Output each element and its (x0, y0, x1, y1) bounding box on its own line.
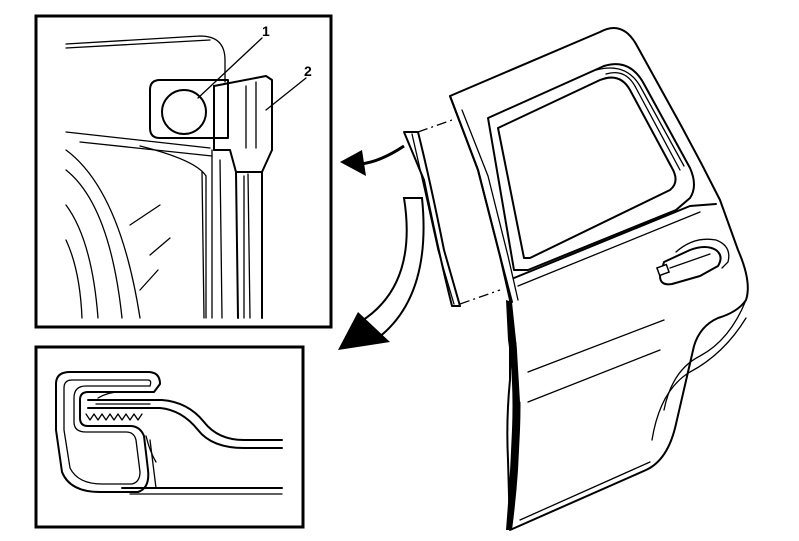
pillar-line-3 (201, 171, 205, 319)
seal-strip-down-left (235, 171, 239, 319)
door-body-line-1 (527, 319, 665, 373)
wheel-arch-outer (65, 149, 141, 319)
leader-line-1 (197, 37, 263, 99)
door-body-line-2 (527, 349, 661, 403)
body-sill-line (65, 131, 211, 149)
body-sill-line-2 (79, 141, 213, 157)
hinge-bolt-hole (161, 89, 207, 135)
arrow-to-top-inset (340, 144, 405, 176)
door-handle (659, 246, 722, 286)
seal-strip-inner (247, 173, 251, 319)
arrow-head-top (340, 150, 366, 176)
arrow-head-bottom (338, 312, 390, 350)
callout-1: 1 (262, 23, 270, 39)
seal-profile-inner (63, 379, 152, 485)
door-lower-curve (663, 299, 747, 411)
arrow-to-bottom-inset (338, 197, 425, 350)
trim-hatch-1 (129, 204, 161, 226)
strip-inner-line (411, 133, 455, 305)
top-inset-body-edge (65, 35, 226, 83)
alignment-line-top (417, 119, 453, 133)
bottom-section-inset (34, 345, 305, 529)
removed-seal-strip (403, 119, 501, 307)
door-front-edge-2 (461, 109, 519, 301)
top-inset-frame (34, 14, 333, 329)
trim-hatch-2 (149, 237, 171, 256)
leader-line-2 (265, 77, 307, 111)
flange-bottom (87, 407, 283, 449)
panel-vertical-2 (145, 435, 157, 463)
seal-grip-teeth (85, 413, 143, 421)
top-detail-inset: 1 2 (34, 14, 333, 329)
door-edge-seal (506, 300, 521, 530)
curved-arrow-icon (359, 144, 405, 166)
curved-arrow-body (358, 197, 425, 340)
body-sill-line-3 (139, 145, 207, 319)
door-bottom-edge (519, 461, 651, 521)
door-handle-recess (675, 238, 730, 269)
door-outline (449, 27, 749, 531)
window-belt-line-2 (517, 211, 701, 287)
door-edge-seal-slot (514, 318, 524, 402)
callout-2: 2 (304, 63, 312, 79)
pillar-line-2 (219, 159, 223, 319)
lock-cylinder (655, 263, 671, 277)
window-frame-outer (487, 63, 695, 271)
door-lower-curve-2 (651, 317, 747, 441)
hinge-plate (149, 79, 229, 139)
door-handle-grip (669, 253, 711, 269)
window-glass (497, 76, 677, 259)
strip-outline (403, 131, 461, 307)
seal-channel-top (213, 75, 273, 151)
wheel-arch-inner (65, 169, 123, 319)
panel-vertical (149, 439, 157, 489)
window-belt-line (513, 203, 717, 279)
seal-profile-outer (55, 371, 161, 493)
trim-hatch-3 (139, 269, 159, 291)
rear-door (449, 27, 749, 531)
top-inset-body-edge-2 (65, 39, 211, 49)
seal-lip (97, 391, 121, 399)
alignment-line-bottom (459, 289, 501, 305)
flange-top (87, 399, 283, 441)
wheel-arch-4 (65, 239, 83, 319)
door-front-edge (449, 95, 513, 303)
bottom-inset-frame (34, 345, 305, 529)
wheel-arch-3 (65, 204, 99, 319)
window-channel-inner (595, 67, 685, 167)
window-channel-inner-2 (605, 71, 681, 171)
